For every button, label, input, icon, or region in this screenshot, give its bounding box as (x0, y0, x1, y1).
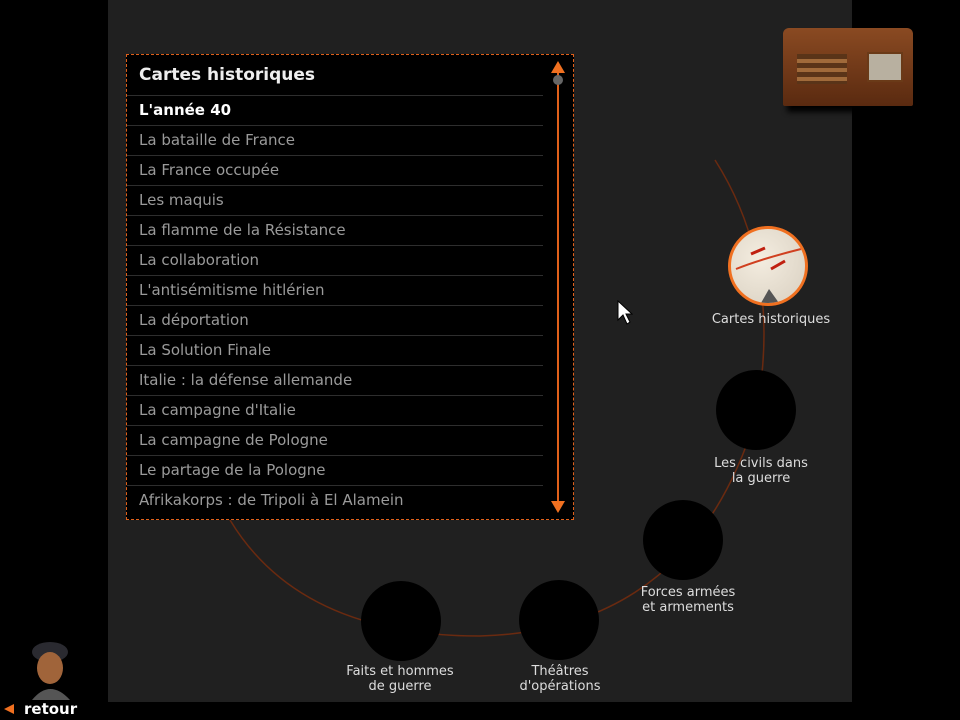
list-item[interactable]: L'antisémitisme hitlérien (127, 275, 543, 305)
civils-label-1: Les civils dans (714, 456, 808, 471)
faits-label-2: de guerre (368, 679, 432, 694)
theatres-button[interactable] (519, 580, 599, 660)
theatres-label-1: Théâtres (531, 664, 589, 679)
list-item[interactable]: La campagne d'Italie (127, 395, 543, 425)
cartes-historiques-button[interactable] (728, 226, 808, 306)
back-label: retour (24, 700, 78, 718)
forces-label-2: et armements (642, 600, 734, 615)
scroll-up-icon[interactable] (551, 61, 565, 73)
list-item[interactable]: Afrikakorps : de Tripoli à El Alamein (127, 485, 543, 515)
map-icon (735, 246, 802, 303)
scroll-thumb[interactable] (553, 75, 563, 85)
forces-label-1: Forces armées (640, 585, 736, 600)
civils-label-2: la guerre (731, 471, 791, 486)
theatres-label-2: d'opérations (519, 679, 601, 694)
back-arrow-icon (4, 704, 14, 714)
list-item[interactable]: La campagne de Pologne (127, 425, 543, 455)
list-item[interactable]: Le partage de la Pologne (127, 455, 543, 485)
list-item[interactable]: La France occupée (127, 155, 543, 185)
list-title: Cartes historiques (139, 65, 316, 85)
list-item[interactable]: Italie : la défense allemande (127, 365, 543, 395)
scroll-down-icon[interactable] (551, 501, 565, 513)
list-item[interactable]: La collaboration (127, 245, 543, 275)
list-item[interactable]: La Solution Finale (127, 335, 543, 365)
faits-button[interactable] (361, 581, 441, 661)
forces-button[interactable] (643, 500, 723, 580)
list-item[interactable]: La flamme de la Résistance (127, 215, 543, 245)
list-item[interactable]: La bataille de France (127, 125, 543, 155)
list-item[interactable]: La déportation (127, 305, 543, 335)
radio-icon[interactable] (783, 28, 913, 106)
scrollbar[interactable] (551, 61, 565, 513)
mouse-cursor-icon (617, 300, 633, 325)
list-item[interactable]: L'année 40 (127, 95, 543, 125)
list-item[interactable]: Les maquis (127, 185, 543, 215)
faits-label-1: Faits et hommes (346, 664, 454, 679)
back-button[interactable]: retour (4, 700, 77, 718)
avatar (32, 642, 70, 700)
cartes-label: Cartes historiques (711, 312, 831, 327)
civils-button[interactable] (716, 370, 796, 450)
